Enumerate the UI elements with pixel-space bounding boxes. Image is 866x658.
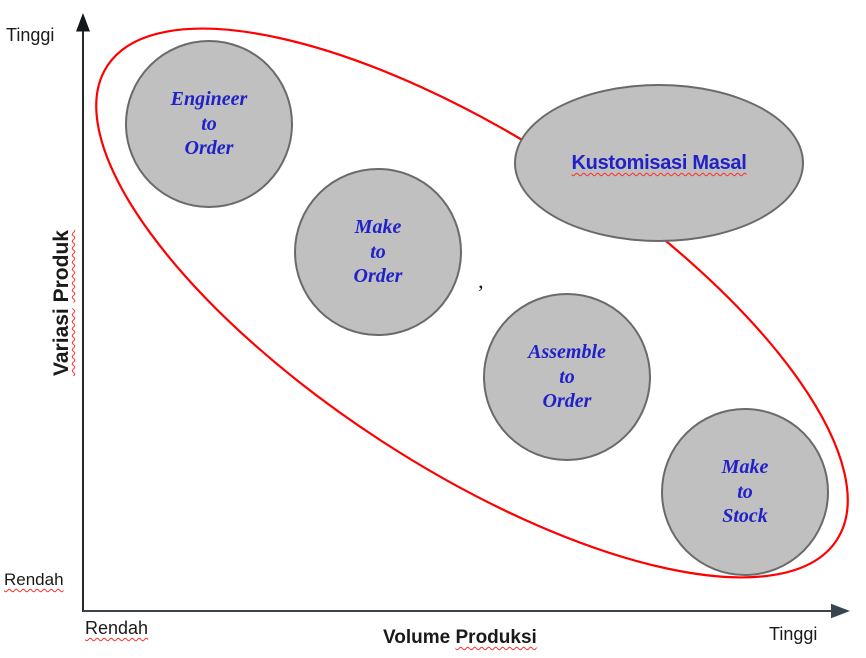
y-axis-title: Variasi Produk	[50, 193, 76, 413]
bubble-assemble-to-order: Assemble to Order	[483, 293, 651, 461]
bubble-make-to-stock: Make to Stock	[661, 408, 829, 576]
x-axis-arrowhead-icon	[831, 603, 850, 619]
bubble-kustomisasi-masal: Kustomisasi Masal	[514, 84, 804, 242]
y-axis-high-label: Tinggi	[6, 25, 55, 45]
x-axis-low-label: Rendah	[85, 618, 149, 638]
bubble-engineer-to-order-label: Engineer to Order	[170, 88, 248, 160]
y-axis-title-word1: Variasi	[50, 308, 73, 376]
y-axis-low-label: Rendah	[4, 570, 64, 589]
bubble-kustomisasi-masal-label: Kustomisasi Masal	[571, 151, 747, 174]
x-axis-title: Volume Produksi	[383, 627, 537, 649]
x-axis-high-label: Tinggi	[769, 624, 818, 644]
bubble-make-to-order: Make to Order	[294, 168, 462, 336]
y-axis-title-word2: Produk	[50, 230, 73, 303]
bubble-make-to-order-label: Make to Order	[353, 216, 403, 288]
x-axis-title-word1: Volume	[383, 627, 451, 648]
bubble-engineer-to-order: Engineer to Order	[125, 40, 293, 208]
stray-apostrophe-mark: ’	[477, 280, 485, 305]
x-axis-title-word2: Produksi	[455, 627, 537, 648]
bubble-make-to-stock-label: Make to Stock	[721, 456, 769, 528]
bubble-assemble-to-order-label: Assemble to Order	[528, 341, 606, 413]
y-axis-arrowhead-icon	[76, 13, 90, 32]
